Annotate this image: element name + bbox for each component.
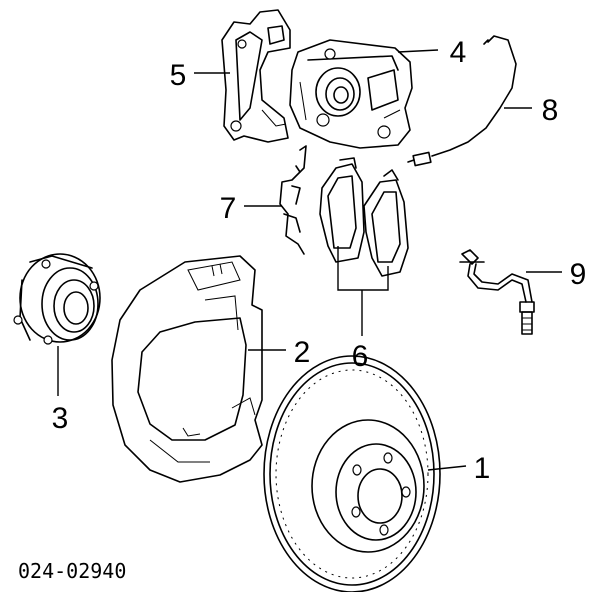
brake-hose <box>459 249 535 335</box>
callout-labels: 1 2 3 4 5 6 7 8 9 <box>52 36 587 485</box>
caliper-carrier-bracket <box>221 9 291 143</box>
callout-1: 1 <box>474 452 491 485</box>
leader-6 <box>337 246 389 336</box>
leader-1 <box>427 465 467 471</box>
wheel-hub-bearing <box>13 253 101 345</box>
brake-caliper <box>289 39 413 149</box>
brake-rotor <box>263 355 441 592</box>
callout-9: 9 <box>570 258 587 291</box>
leader-lines <box>57 49 562 471</box>
pad-wear-sensor <box>407 35 517 167</box>
callout-8: 8 <box>542 94 559 127</box>
pad-spring-clip <box>279 145 307 255</box>
callout-4: 4 <box>450 36 467 69</box>
leader-4 <box>397 49 439 53</box>
callout-6: 6 <box>352 340 369 373</box>
callout-3: 3 <box>52 402 69 435</box>
brake-pads <box>319 157 409 277</box>
document-number: 024-02940 <box>18 559 126 583</box>
callout-2: 2 <box>294 336 311 369</box>
dust-shield <box>111 255 263 483</box>
callout-7: 7 <box>220 192 237 225</box>
callout-5: 5 <box>170 59 187 92</box>
